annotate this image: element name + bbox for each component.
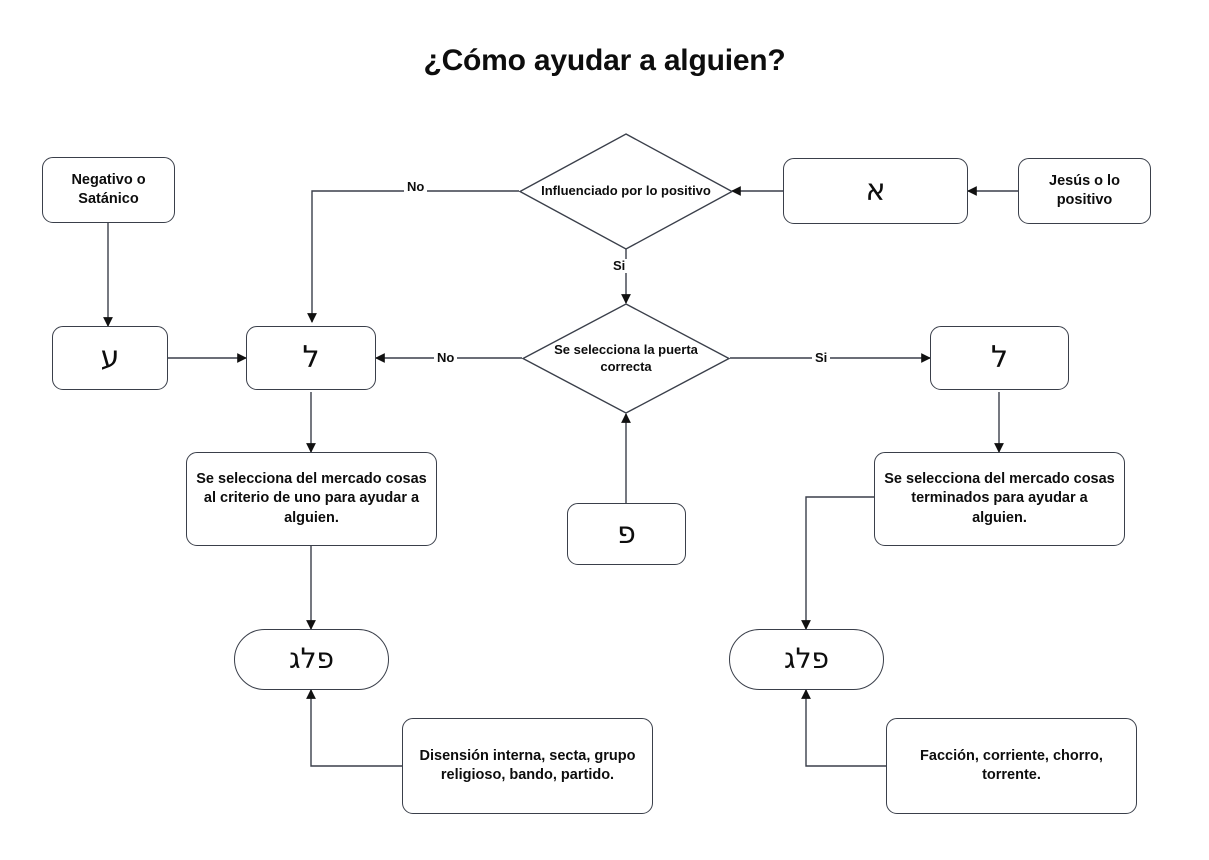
node-mercado-criterio[interactable]: Se selecciona del mercado cosas al crite…	[186, 452, 437, 546]
node-label: Influenciado por lo positivo	[541, 183, 711, 199]
edge-label-si-top: Si	[610, 258, 629, 274]
edge-faccion-to-peleg	[801, 689, 886, 767]
node-peleg-right[interactable]: פלג	[729, 629, 884, 690]
edge-label-no-middle: No	[434, 350, 458, 366]
node-label: Disensión interna, secta, grupo religios…	[419, 747, 636, 783]
node-aleph[interactable]: א	[783, 158, 968, 224]
node-disension[interactable]: Disensión interna, secta, grupo religios…	[402, 718, 653, 814]
node-label: פלג	[784, 642, 829, 676]
diamond-shape	[519, 133, 733, 250]
node-label: ע	[100, 340, 120, 375]
node-label: פ	[617, 516, 636, 551]
node-label: Negativo o Satánico	[71, 171, 146, 207]
node-ayin[interactable]: ע	[52, 326, 168, 390]
node-peleg-left[interactable]: פלג	[234, 629, 389, 690]
edge-influenciado-no-to-lamed	[307, 190, 519, 323]
node-decision-se-selecciona-la-puerta-correcta[interactable]: Se selecciona la puerta correcta	[522, 303, 730, 414]
node-decision-influenciado-por-lo-positivo[interactable]: Influenciado por lo positivo	[519, 133, 733, 250]
node-label: Se selecciona del mercado cosas terminad…	[884, 471, 1115, 526]
node-negativo-o-satanico[interactable]: Negativo o Satánico	[42, 157, 175, 223]
node-label: Facción, corriente, chorro, torrente.	[920, 747, 1103, 783]
node-faccion[interactable]: Facción, corriente, chorro, torrente.	[886, 718, 1137, 814]
edge-label-si-middle: Si	[812, 350, 831, 366]
page-title: ¿Cómo ayudar a alguien?	[423, 44, 786, 77]
diamond-shape	[522, 303, 730, 414]
edge-label-no-top: No	[404, 179, 428, 195]
node-label: א	[865, 173, 886, 208]
node-label: פלג	[289, 642, 334, 676]
node-pe[interactable]: פ	[567, 503, 686, 565]
node-label: ל	[990, 340, 1009, 375]
node-jesus-o-lo-positivo[interactable]: Jesús o lo positivo	[1018, 158, 1151, 224]
node-lamed-right[interactable]: ל	[930, 326, 1069, 390]
node-label: Se selecciona del mercado cosas al crite…	[196, 471, 427, 526]
edge-mercado-terminados-to-peleg	[801, 496, 874, 630]
node-mercado-terminados[interactable]: Se selecciona del mercado cosas terminad…	[874, 452, 1125, 546]
node-label: ל	[302, 340, 320, 375]
node-label: Se selecciona la puerta correcta	[554, 341, 698, 374]
node-label: Jesús o lo positivo	[1049, 172, 1120, 208]
node-lamed-left[interactable]: ל	[246, 326, 376, 390]
edge-disension-to-peleg	[306, 689, 402, 767]
